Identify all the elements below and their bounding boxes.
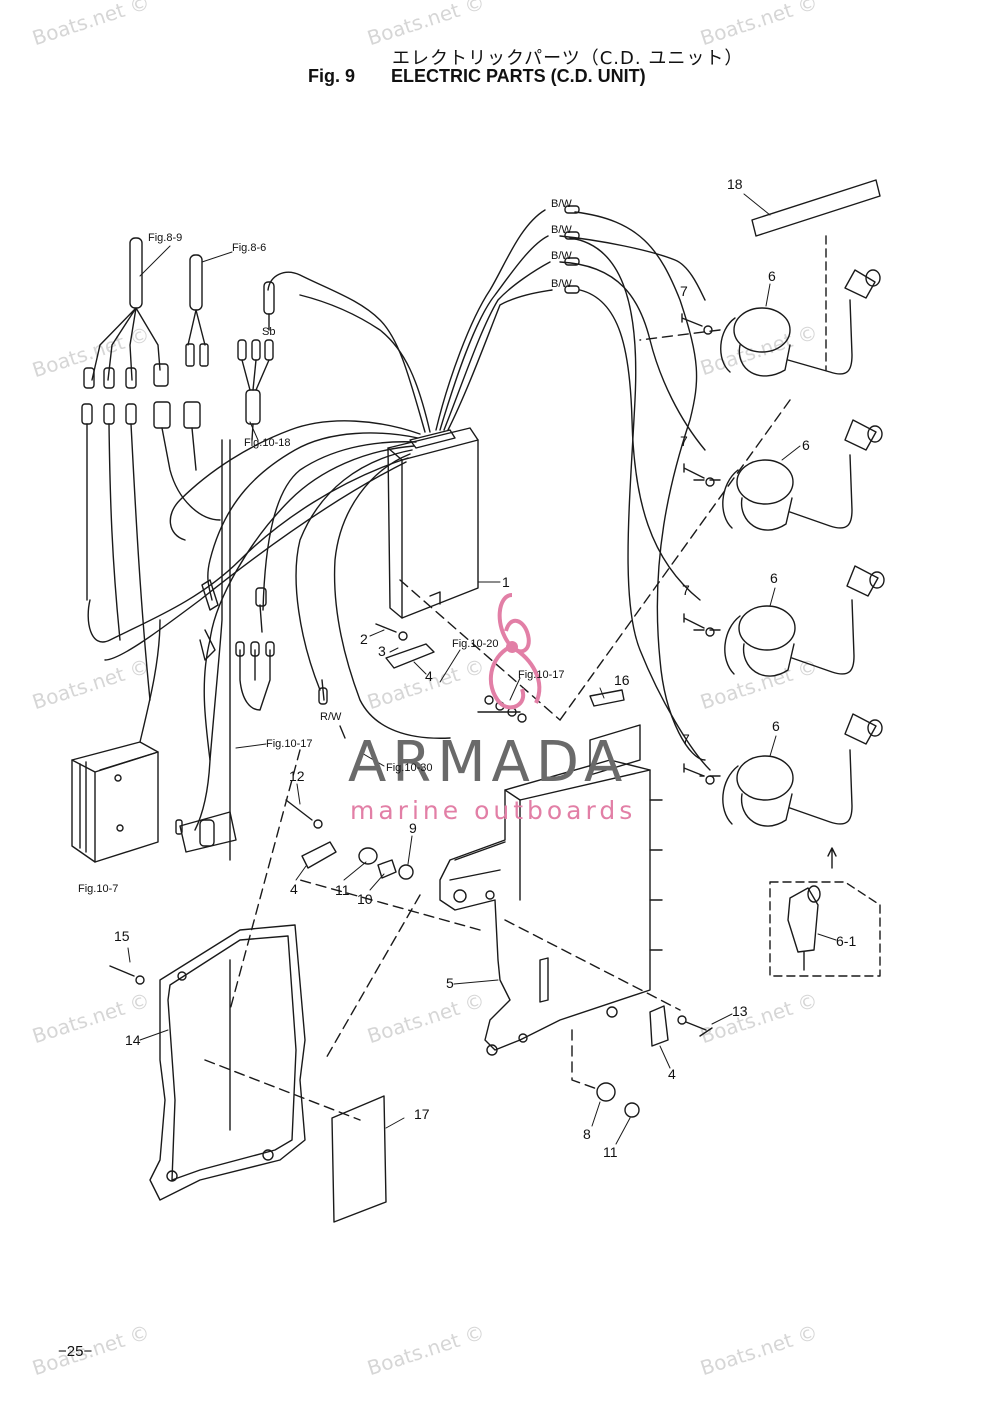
- wire-color-bw: B/W: [551, 250, 572, 262]
- title-japanese: エレクトリックパーツ（C.D. ユニット）: [392, 48, 744, 69]
- callout-3: 3: [378, 643, 386, 659]
- small-hardware: [109, 623, 713, 1118]
- callout-10: 10: [357, 891, 373, 907]
- figure-title: ELECTRIC PARTS (C.D. UNIT): [391, 66, 646, 86]
- callout-6: 6: [770, 570, 778, 586]
- wire-color-bw: B/W: [551, 224, 572, 236]
- callout-11: 11: [335, 882, 350, 898]
- lower-harness: [175, 439, 346, 861]
- callout-17: 17: [414, 1106, 430, 1122]
- ref-fig-8-9: Fig.8-9: [148, 232, 183, 244]
- callout-11: 11: [603, 1144, 618, 1160]
- callout-7: 7: [682, 582, 690, 598]
- leader-lines: [127, 193, 837, 1145]
- callout-6: 6: [772, 718, 780, 734]
- page-number: −25−: [58, 1343, 93, 1360]
- rectifier: [71, 619, 161, 863]
- assembly-guide-lines: [204, 329, 791, 1121]
- callout-4: 4: [425, 668, 433, 684]
- ref-fig-10-18: Fig.10-18: [244, 437, 291, 449]
- wire-color-rw: R/W: [320, 711, 342, 723]
- armada-logo-text: ARMADA: [348, 730, 629, 795]
- callout-14: 14: [125, 1032, 141, 1048]
- armada-logo-mark: [489, 593, 542, 710]
- callout-15: 15: [114, 928, 130, 944]
- callout-7: 7: [682, 731, 690, 747]
- callout-6: 6: [802, 437, 810, 453]
- ignition-coil-4: [722, 713, 883, 827]
- callout-6-1: 6-1: [836, 933, 857, 949]
- ref-fig-10-17: Fig.10-17: [518, 669, 565, 681]
- callout-5: 5: [446, 975, 454, 991]
- ignition-coil-3: [724, 565, 885, 677]
- left-connectors: [81, 237, 274, 701]
- label-sheet-18: [751, 179, 881, 237]
- coil-screws: [681, 313, 715, 785]
- callout-13: 13: [732, 1003, 748, 1019]
- armada-logo-tagline: marine outboards: [350, 796, 637, 825]
- cover-plate: [149, 924, 306, 1201]
- callout-16: 16: [614, 672, 630, 688]
- cd-unit-box: [387, 427, 479, 619]
- wire-color-bw: B/W: [551, 198, 572, 210]
- ref-fig-10-17: Fig.10-17: [266, 738, 313, 750]
- wire-color-bw: B/W: [551, 278, 572, 290]
- callout-7: 7: [680, 433, 688, 449]
- callout-2: 2: [360, 631, 368, 647]
- callout-9: 9: [409, 820, 417, 836]
- callout-8: 8: [583, 1126, 591, 1142]
- ignition-coil-1: [720, 269, 881, 377]
- ignition-coil-2: [722, 419, 883, 531]
- callout-18: 18: [727, 176, 743, 192]
- callout-1: 1: [502, 574, 510, 590]
- ref-fig-10-30: Fig.10-30: [386, 762, 433, 774]
- callout-6: 6: [768, 268, 776, 284]
- figure-number: Fig. 9: [308, 66, 356, 86]
- callout-4: 4: [290, 881, 298, 897]
- ref-fig-8-6: Fig.8-6: [232, 242, 267, 254]
- ref-fig-10-7: Fig.10-7: [78, 883, 119, 895]
- wire-harness: [87, 205, 711, 771]
- mounting-bracket: [439, 724, 663, 1056]
- ref-fig-10-20: Fig.10-20: [452, 638, 499, 650]
- spark-plug-cap-inset: [769, 847, 881, 977]
- label-sheet-17: [331, 1095, 387, 1223]
- wire-label-sb: Sb: [262, 326, 276, 338]
- callout-12: 12: [289, 768, 305, 784]
- callout-4: 4: [668, 1066, 676, 1082]
- callout-7: 7: [680, 283, 688, 299]
